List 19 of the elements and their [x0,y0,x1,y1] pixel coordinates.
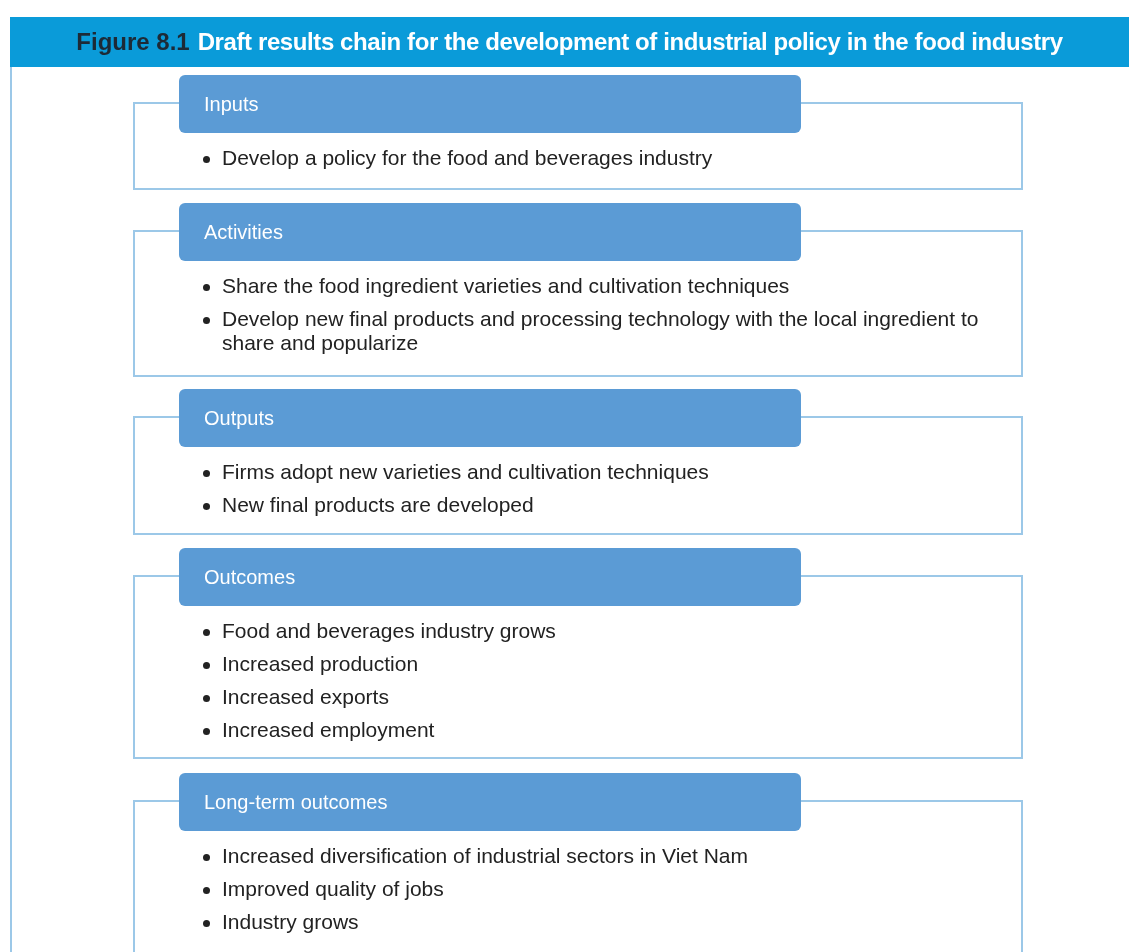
bullet-text: Firms adopt new varieties and cultivation techniques [222,460,709,484]
bullet-text: Increased production [222,652,419,676]
bullet-text: Increased diversification of industrial sectors in Viet Nam [222,844,748,868]
bullet-text: Develop a policy for the food and beverages industry [222,146,713,170]
bullet-text: Industry grows [222,910,359,934]
bullet-text: Increased exports [222,685,389,709]
section-header: Inputs [179,75,801,133]
section-header: Long-term outcomes [179,773,801,831]
bullet-text: Increased employment [222,718,435,742]
bullet-text: New final products are developed [222,493,534,517]
section-header: Activities [179,203,801,261]
bullet-text: Improved quality of jobs [222,877,444,901]
bullet-text: Share the food ingredient varieties and cultivation techniques [222,274,790,298]
bullet-text: Develop new final products and processing technology with the local ingredient to share and popularize [222,307,980,355]
figure-title: Draft results chain for the development of industrial policy in the food industry [197,27,1063,57]
section-header: Outcomes [179,548,801,606]
figure-number: Figure 8.1 [76,27,190,57]
bullet-text: Food and beverages industry grows [222,619,556,643]
section-header: Outputs [179,389,801,447]
